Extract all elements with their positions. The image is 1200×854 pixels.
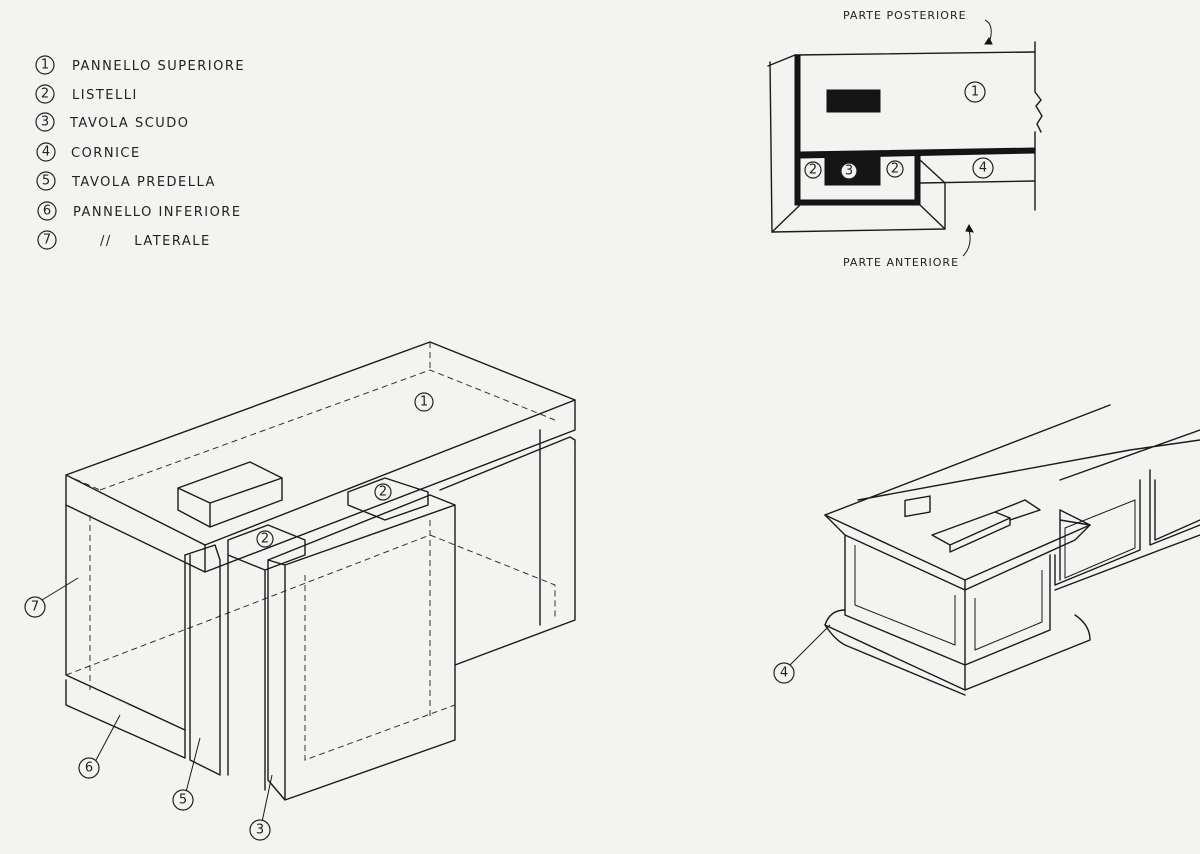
- legend-item-7: 7 // LATERALE: [37, 230, 211, 250]
- arrow-head-icon: [965, 223, 974, 233]
- legend-item-6: 6 PANNELLO INFERIORE: [37, 201, 242, 221]
- legend-item-1: 1 PANNELLO SUPERIORE: [35, 55, 245, 75]
- legend-number: 2: [41, 87, 49, 102]
- isometric-exploded-view: 1 2 2 7 6 5 3: [24, 341, 576, 841]
- legend-number: 6: [43, 204, 51, 219]
- legend-label: PANNELLO INFERIORE: [73, 205, 242, 220]
- legend-number: 5: [42, 174, 50, 189]
- marker-7: 7: [31, 600, 39, 615]
- marker-1: 1: [971, 85, 979, 100]
- legend-label: TAVOLA PREDELLA: [71, 175, 216, 190]
- legend-number: 4: [42, 145, 50, 160]
- arrow-icon: [962, 229, 971, 257]
- cornice-detail-view: 4: [773, 404, 1200, 696]
- legend-number: 7: [43, 233, 51, 248]
- legend-label: LISTELLI: [72, 88, 138, 103]
- rear-side-label: PARTE POSTERIORE: [843, 9, 967, 22]
- marker-2: 2: [261, 532, 269, 547]
- front-side-label: PARTE ANTERIORE: [843, 256, 959, 269]
- legend-number: 3: [41, 115, 49, 130]
- legend-number: 1: [41, 58, 49, 73]
- legend-label: // LATERALE: [100, 234, 211, 249]
- marker-3: 3: [256, 823, 264, 838]
- marker-4: 4: [979, 161, 987, 176]
- legend-item-4: 4 CORNICE: [36, 142, 141, 162]
- legend-label: CORNICE: [71, 146, 141, 161]
- marker-1: 1: [420, 395, 428, 410]
- marker-6: 6: [85, 761, 93, 776]
- arrow-head-icon: [984, 37, 993, 45]
- legend: 1 PANNELLO SUPERIORE 2 LISTELLI 3 TAVOLA…: [35, 55, 245, 250]
- legend-label: PANNELLO SUPERIORE: [72, 59, 245, 74]
- marker-5: 5: [179, 793, 187, 808]
- marker-3: 3: [845, 164, 853, 179]
- marker-2: 2: [809, 163, 817, 178]
- plan-section-view: PARTE POSTERIORE PARTE ANTERIORE 1 2 3 2…: [767, 9, 1043, 269]
- legend-item-5: 5 TAVOLA PREDELLA: [36, 171, 216, 191]
- marker-2: 2: [379, 485, 387, 500]
- opening-hatched: [826, 89, 881, 113]
- legend-label: TAVOLA SCUDO: [69, 116, 190, 131]
- legend-item-3: 3 TAVOLA SCUDO: [35, 112, 190, 132]
- marker-4: 4: [780, 666, 788, 681]
- marker-2: 2: [891, 162, 899, 177]
- legend-item-2: 2 LISTELLI: [35, 84, 138, 104]
